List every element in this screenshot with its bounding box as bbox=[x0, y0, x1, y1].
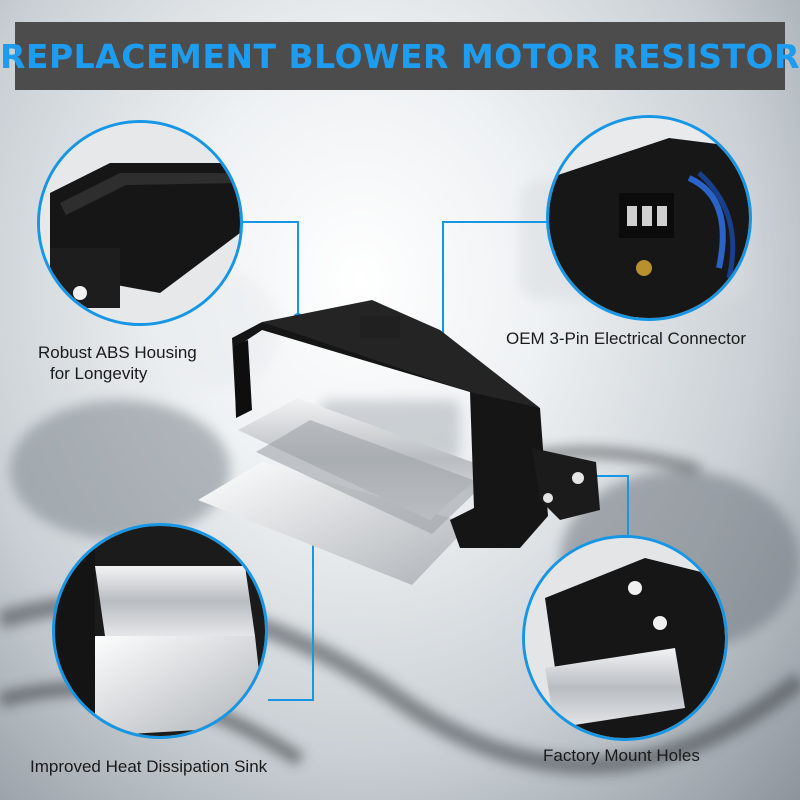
banner-title: REPLACEMENT BLOWER MOTOR RESISTOR bbox=[0, 36, 800, 76]
title-banner: REPLACEMENT BLOWER MOTOR RESISTOR bbox=[0, 22, 799, 90]
heat-sink-closeup-icon bbox=[55, 526, 265, 736]
mount-callout bbox=[522, 535, 728, 741]
heat-sink-callout bbox=[52, 523, 268, 739]
housing-frame bbox=[232, 322, 548, 548]
housing-label-line1: Robust ABS Housing bbox=[38, 343, 197, 362]
connector-callout bbox=[546, 115, 752, 321]
heat-sink-fin-lower bbox=[198, 462, 470, 585]
mount-label: Factory Mount Holes bbox=[543, 746, 700, 765]
housing-label-line2: for Longevity bbox=[50, 364, 148, 383]
housing-label: Robust ABS Housing for Longevity bbox=[38, 342, 197, 384]
connector-label: OEM 3-Pin Electrical Connector bbox=[506, 329, 746, 348]
abs-housing-closeup-icon bbox=[40, 123, 240, 323]
electrical-connector-closeup-icon bbox=[549, 118, 749, 318]
housing-callout bbox=[37, 120, 243, 326]
heat-sink-label: Improved Heat Dissipation Sink bbox=[30, 757, 268, 776]
mount-holes-closeup-icon bbox=[525, 538, 725, 738]
